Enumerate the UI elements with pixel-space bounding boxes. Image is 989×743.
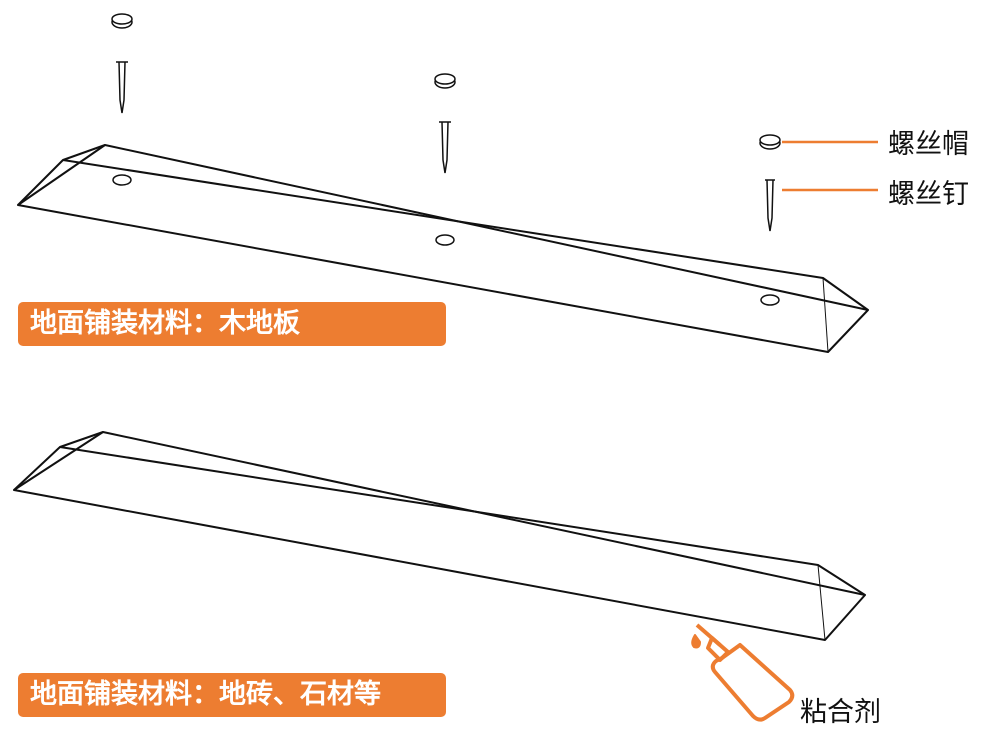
threshold-strip-top — [17, 144, 869, 353]
adhesive-bottle-icon — [691, 623, 795, 722]
threshold-strip-bottom — [13, 431, 866, 641]
callout-lines — [782, 140, 878, 192]
label-screw-nail: 螺丝钉 — [888, 179, 969, 210]
badge-wood-floor: 地面铺装材料：木地板 — [18, 302, 446, 346]
label-adhesive: 粘合剂 — [800, 697, 881, 728]
label-screw-cap: 螺丝帽 — [888, 129, 969, 160]
screw-holes — [112, 174, 780, 306]
badge-tile-stone: 地面铺装材料：地砖、石材等 — [18, 673, 446, 717]
screws — [111, 13, 781, 232]
